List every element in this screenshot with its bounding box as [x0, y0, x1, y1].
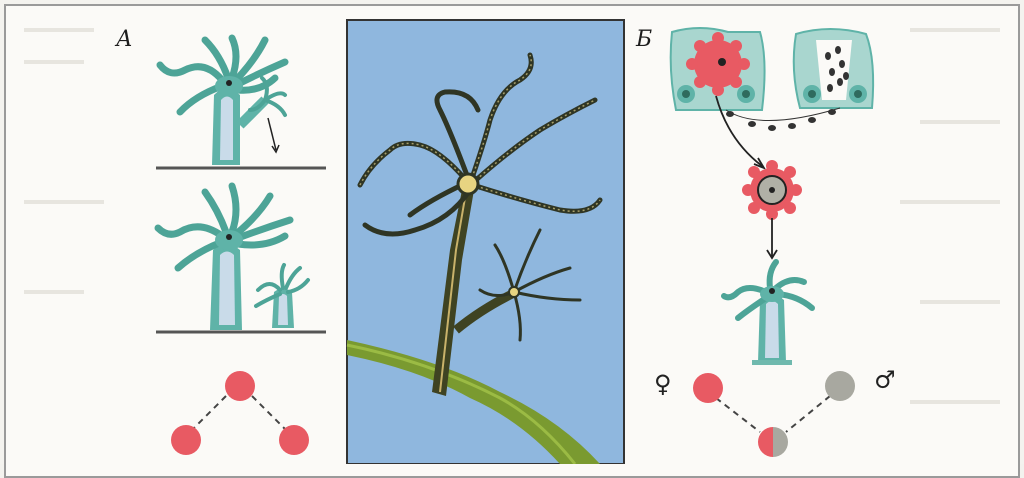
male-symbol-icon: ♂ — [874, 368, 896, 392]
zygote-icon — [742, 160, 802, 220]
sexual-inheritance-diagram — [693, 371, 855, 457]
page: А Б — [0, 0, 1024, 464]
female-symbol-icon: ♀ — [654, 372, 672, 396]
young-hydra-icon — [724, 262, 812, 365]
panel-b-sexual-reproduction — [0, 0, 1024, 464]
female-polyp-icon — [671, 28, 765, 110]
